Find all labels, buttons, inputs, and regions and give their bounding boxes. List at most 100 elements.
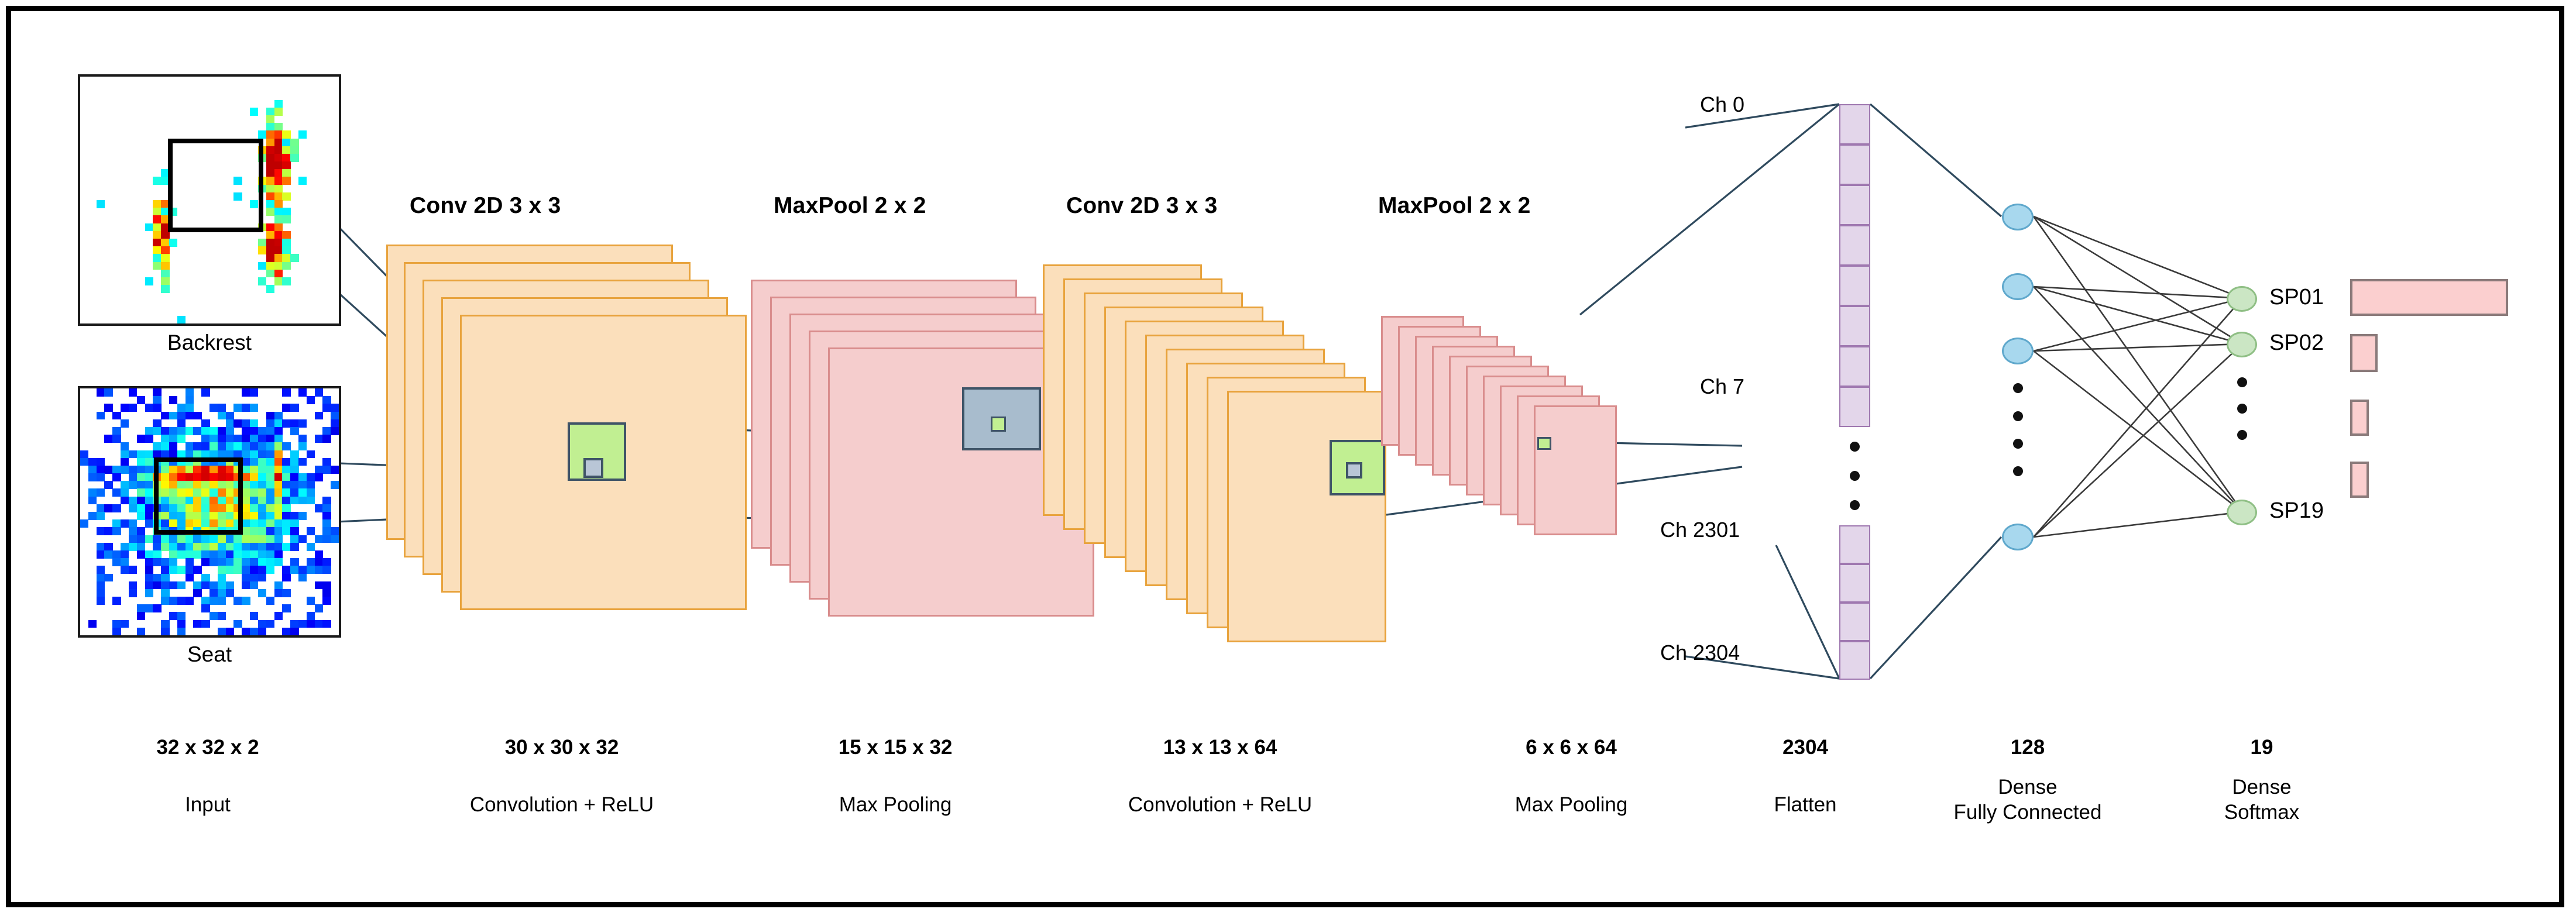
- output-node-sp01: [2227, 286, 2257, 312]
- pressure-pixel: [282, 442, 291, 451]
- pressure-pixel: [128, 535, 138, 543]
- pressure-pixel: [233, 542, 242, 551]
- pressure-pixel: [153, 558, 162, 566]
- pressure-pixel: [250, 435, 259, 443]
- pressure-pixel: [274, 457, 283, 466]
- pressure-pixel: [161, 597, 170, 605]
- pressure-pixel: [104, 573, 113, 582]
- name-label-pool1: Max Pooling: [839, 793, 952, 816]
- pressure-pixel: [193, 550, 202, 559]
- pressure-pixel: [250, 488, 259, 497]
- pressure-pixel: [169, 450, 178, 459]
- pressure-pixel: [96, 512, 105, 520]
- pressure-pixel: [169, 426, 178, 435]
- pressure-pixel: [314, 388, 323, 397]
- pressure-pixel: [266, 184, 275, 193]
- pressure-pixel: [225, 450, 235, 459]
- pressure-pixel: [322, 465, 331, 474]
- pressure-pixel: [177, 496, 186, 505]
- pressure-pixel: [314, 558, 323, 566]
- flatten-cell: [1839, 306, 1870, 346]
- pressure-pixel: [185, 597, 194, 605]
- pressure-pixel: [242, 481, 250, 490]
- pressure-pixel: [266, 238, 275, 247]
- pressure-pixel: [161, 230, 170, 239]
- pressure-pixel: [274, 481, 283, 490]
- pressure-pixel: [233, 435, 242, 443]
- pressure-pixel: [177, 512, 186, 520]
- pressure-pixel: [96, 566, 105, 574]
- pressure-pixel: [161, 277, 170, 285]
- pressure-pixel: [257, 457, 267, 466]
- pressure-pixel: [282, 277, 291, 285]
- pressure-pixel: [257, 496, 267, 505]
- pressure-pixel: [153, 200, 162, 208]
- input-image-backrest: [78, 74, 341, 326]
- pool2-plane-front: [1534, 405, 1617, 535]
- dim-label-pool1: 15 x 15 x 32: [838, 736, 953, 759]
- pressure-pixel: [104, 542, 113, 551]
- name-label-pool2: Max Pooling: [1514, 793, 1628, 816]
- channel-label-ch7: Ch 7: [1700, 374, 1745, 398]
- pressure-pixel: [104, 550, 113, 559]
- pressure-pixel: [201, 581, 210, 590]
- pressure-pixel: [136, 504, 146, 512]
- pressure-pixel: [185, 496, 194, 505]
- pressure-pixel: [306, 566, 315, 574]
- pressure-pixel: [290, 488, 299, 497]
- pressure-pixel: [250, 612, 259, 621]
- probability-bar-sp01: [2350, 279, 2508, 316]
- pressure-pixel: [112, 504, 121, 512]
- channel-label-ch2301: Ch 2301: [1660, 518, 1740, 542]
- conv1-kernel: [583, 458, 603, 478]
- input-image-seat: [78, 386, 341, 638]
- pressure-pixel: [298, 535, 307, 543]
- pressure-pixel: [209, 426, 218, 435]
- pressure-pixel: [290, 457, 299, 466]
- pressure-pixel: [145, 457, 153, 466]
- pressure-pixel: [266, 426, 275, 435]
- pressure-pixel: [193, 588, 202, 597]
- pressure-pixel: [153, 261, 162, 270]
- pressure-pixel: [145, 566, 153, 574]
- pressure-pixel: [201, 496, 210, 505]
- pressure-pixel: [169, 411, 178, 420]
- pressure-pixel: [233, 442, 242, 451]
- pressure-pixel: [217, 581, 226, 590]
- pressure-pixel: [225, 519, 235, 528]
- pressure-pixel: [233, 535, 242, 543]
- pressure-pixel: [145, 604, 153, 613]
- pressure-pixel: [225, 566, 235, 574]
- pressure-pixel: [201, 435, 210, 443]
- pressure-pixel: [331, 426, 339, 435]
- pressure-pixel: [185, 558, 194, 566]
- pressure-pixel: [250, 519, 259, 528]
- pressure-pixel: [257, 426, 267, 435]
- pressure-pixel: [112, 435, 121, 443]
- pressure-pixel: [193, 488, 202, 497]
- pressure-pixel: [314, 435, 323, 443]
- pressure-pixel: [274, 230, 283, 239]
- pressure-pixel: [153, 230, 162, 239]
- pressure-pixel: [242, 627, 250, 635]
- pressure-pixel: [290, 519, 299, 528]
- pressure-pixel: [250, 542, 259, 551]
- pressure-pixel: [242, 581, 250, 590]
- pressure-pixel: [185, 481, 194, 490]
- dense-ellipsis-dot: [2013, 466, 2023, 476]
- dim-label-flatten: 2304: [1782, 736, 1828, 759]
- pressure-pixel: [201, 388, 210, 397]
- pressure-pixel: [250, 404, 259, 412]
- pressure-pixel: [169, 481, 178, 490]
- pressure-pixel: [136, 457, 146, 466]
- pressure-pixel: [136, 512, 146, 520]
- pressure-pixel: [209, 473, 218, 481]
- pressure-pixel: [96, 457, 105, 466]
- pressure-pixel: [88, 473, 97, 481]
- pressure-pixel: [282, 473, 291, 481]
- pressure-pixel: [145, 223, 153, 232]
- pressure-pixel: [145, 488, 153, 497]
- pressure-pixel: [177, 566, 186, 574]
- pressure-pixel: [225, 426, 235, 435]
